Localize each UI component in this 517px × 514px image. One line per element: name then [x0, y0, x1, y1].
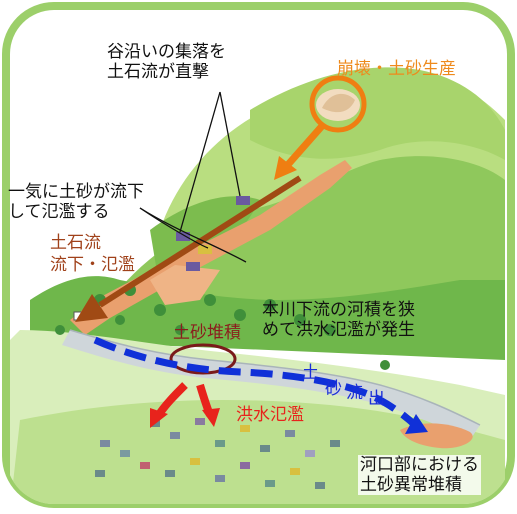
label-outflow-2: 砂: [325, 374, 342, 399]
label-flood: 洪水氾濫: [236, 400, 304, 425]
label-estuary: 河口部における 土砂異常堆積: [358, 455, 481, 495]
label-debris-flow: 土石流 流下・氾濫: [50, 232, 135, 276]
label-flow-down: 一気に土砂が流下 して氾濫する: [8, 182, 144, 222]
label-debris-flow-line1: 土石流: [50, 232, 135, 254]
label-outflow-1: 土: [302, 358, 319, 383]
label-collapse: 崩壊・土砂生産: [337, 54, 456, 79]
label-debris-flow-line2: 流下・氾濫: [50, 254, 135, 276]
label-riverbed-narrow-line2: めて洪水氾濫が発生: [262, 320, 415, 340]
label-village-hit-line2: 土石流が直撃: [107, 62, 226, 82]
label-flow-down-line1: 一気に土砂が流下: [8, 182, 144, 202]
label-outflow-3: 流: [346, 378, 363, 403]
label-riverbed-narrow: 本川下流の河積を狭 めて洪水氾濫が発生: [262, 300, 415, 340]
label-sediment-deposit: 土砂堆積: [173, 318, 241, 343]
label-estuary-line1: 河口部における: [360, 455, 479, 475]
label-flow-down-line2: して氾濫する: [8, 202, 144, 222]
label-village-hit: 谷沿いの集落を 土石流が直撃: [107, 42, 226, 82]
label-outflow-4: 出: [368, 384, 385, 409]
label-village-hit-line1: 谷沿いの集落を: [107, 42, 226, 62]
label-estuary-line2: 土砂異常堆積: [360, 475, 479, 495]
label-riverbed-narrow-line1: 本川下流の河積を狭: [262, 300, 415, 320]
